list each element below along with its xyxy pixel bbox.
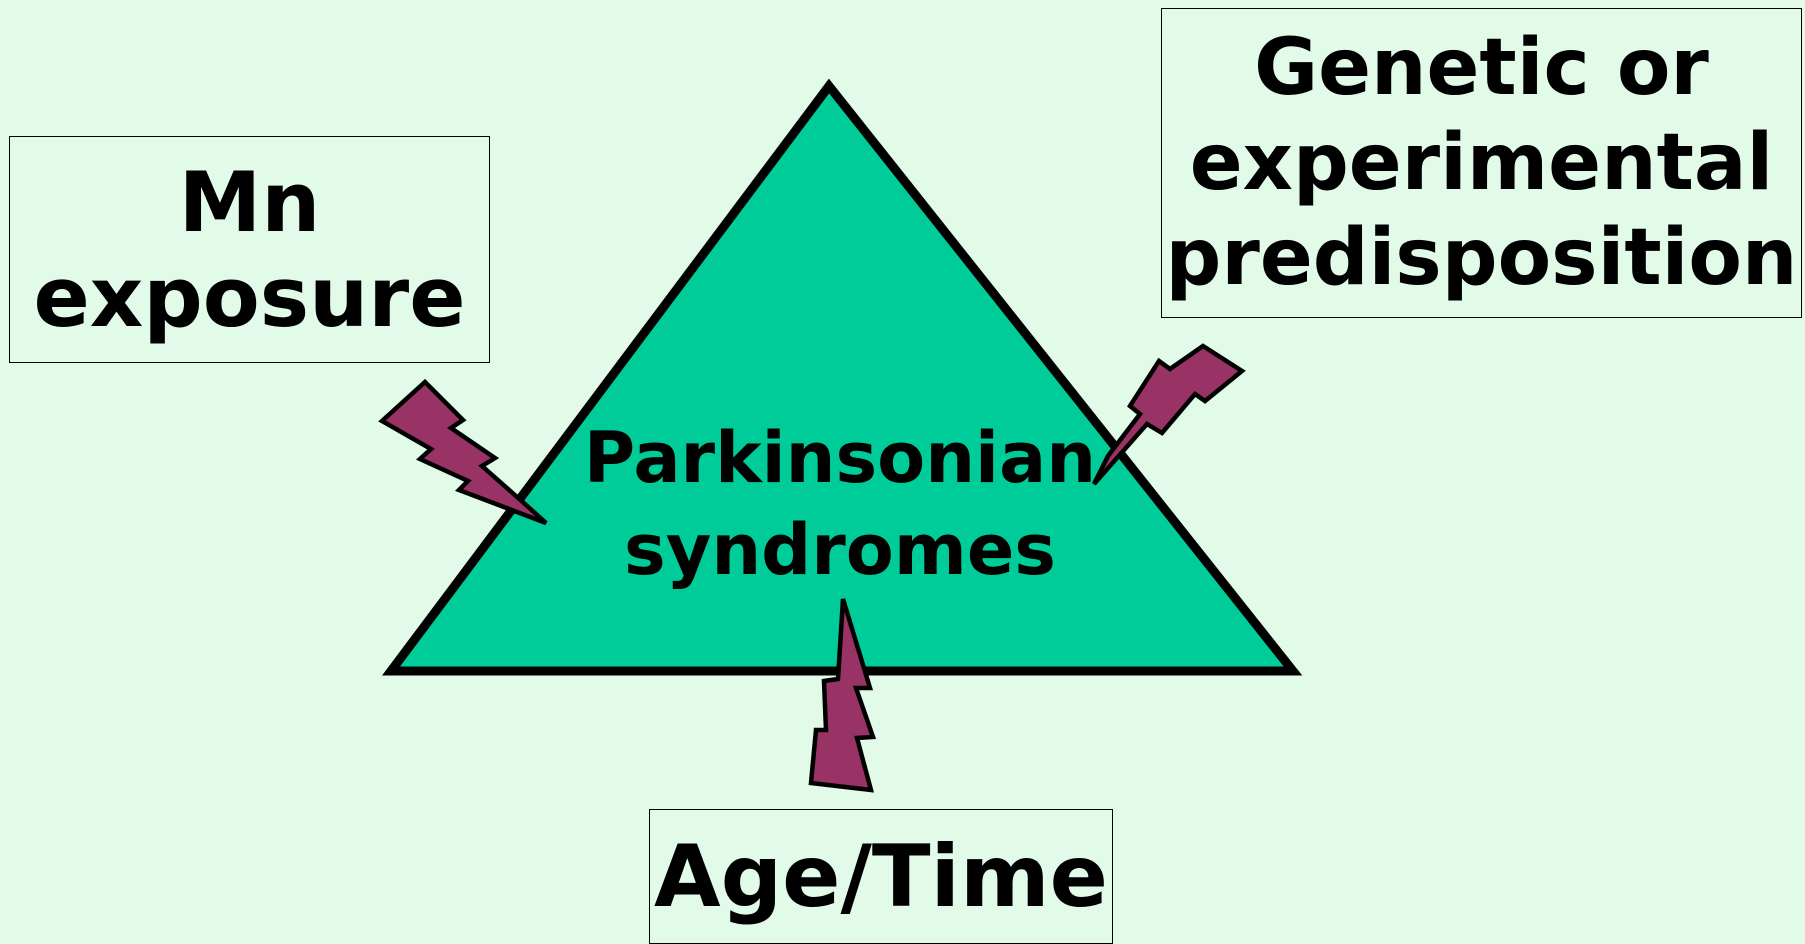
factor-box-age-time: Age/Time [649,809,1113,944]
central-label-line-2: syndromes [624,509,1056,591]
lightning-bolt-age [808,598,877,793]
factor-box-mn-exposure: Mn exposure [9,136,490,363]
factor-genetic-line-3: predisposition [1165,212,1798,303]
factor-age-line-1: Age/Time [654,827,1108,927]
lightning-bolt-mn [378,378,548,526]
factor-box-genetic-predisposition: Genetic or experimental predisposition [1161,8,1802,318]
central-label-line-1: Parkinsonian [583,417,1097,499]
central-label: Parkinsonian syndromes [560,412,1120,596]
factor-genetic-line-1: Genetic or [1254,22,1709,113]
factor-mn-line-2: exposure [33,248,466,346]
factor-mn-line-1: Mn [178,153,321,251]
factor-genetic-line-2: experimental [1189,117,1774,208]
lightning-bolt-genetic [1091,343,1246,486]
